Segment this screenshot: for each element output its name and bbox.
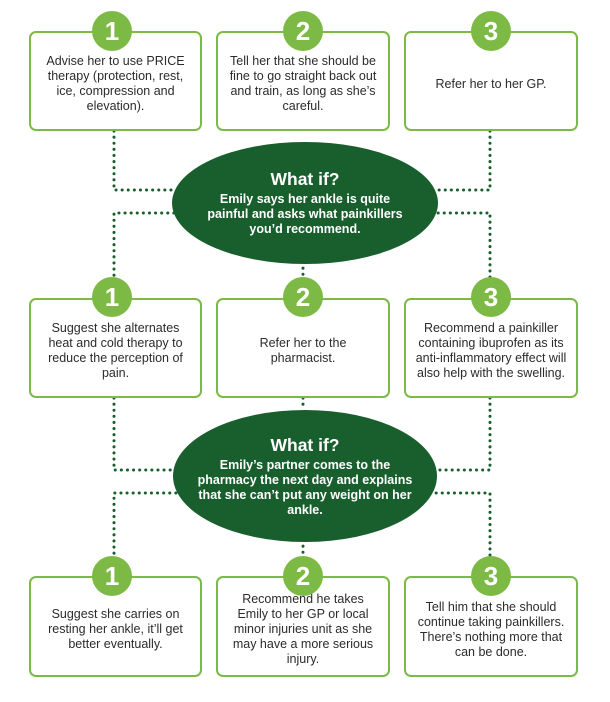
option-2-3-number-badge: 3 [471,277,511,317]
option-1-2-number-badge: 2 [283,11,323,51]
connector-row3-opt1 [112,491,184,564]
connector-row2-opt1 [112,211,182,287]
option-1-3-text: Refer her to her GP. [435,76,547,91]
option-3-2-box: Recommend he takes Emily to her GP or lo… [216,576,390,677]
option-2-2-text: Refer her to the pharmacist. [259,336,347,365]
what-if-1-heading: What if? [270,169,340,189]
option-1-1-box: Advise her to use PRICE therapy (protect… [29,31,202,131]
option-3-3-number-badge: 3 [471,556,511,596]
option-1-3-number-badge: 3 [471,11,511,51]
option-2-2-number-badge: 2 [283,277,323,317]
option-2-1-box: Suggest she alternates heat and cold the… [29,298,202,398]
option-3-2-number-badge: 2 [283,556,323,596]
connector-row2-opt1-down [112,396,184,472]
option-2-1-text: Suggest she alternates heat and cold the… [48,321,183,380]
option-3-2-text: Recommend he takes Emily to her GP or lo… [232,592,374,666]
option-3-1-text: Suggest she carries on resting her ankle… [48,607,183,651]
option-1-1-text: Advise her to use PRICE therapy (protect… [46,54,185,113]
connector-row2-opt3-down [428,396,492,472]
option-1-1-number-badge: 1 [92,11,132,51]
what-if-2-ellipse: What if? Emily’s partner comes to the ph… [173,410,437,542]
connector-row1-opt3 [430,129,492,192]
what-if-1-text: Emily says her ankle is quite painful an… [207,192,403,236]
option-3-1-number-badge: 1 [92,556,132,596]
connector-row1-opt1 [112,129,182,192]
option-3-3-text: Tell him that she should continue taking… [417,599,565,659]
connector-row3-opt3 [428,491,492,564]
what-if-2-text: Emily’s partner comes to the pharmacy th… [197,457,413,517]
option-2-1-number-badge: 1 [92,277,132,317]
connector-row2-opt3 [430,211,492,287]
option-1-2-text: Tell her that she should be fine to go s… [229,54,377,113]
what-if-2-heading: What if? [270,434,340,455]
what-if-1-ellipse: What if? Emily says her ankle is quite p… [172,142,438,264]
option-2-3-text: Recommend a painkiller containing ibupro… [415,321,567,380]
